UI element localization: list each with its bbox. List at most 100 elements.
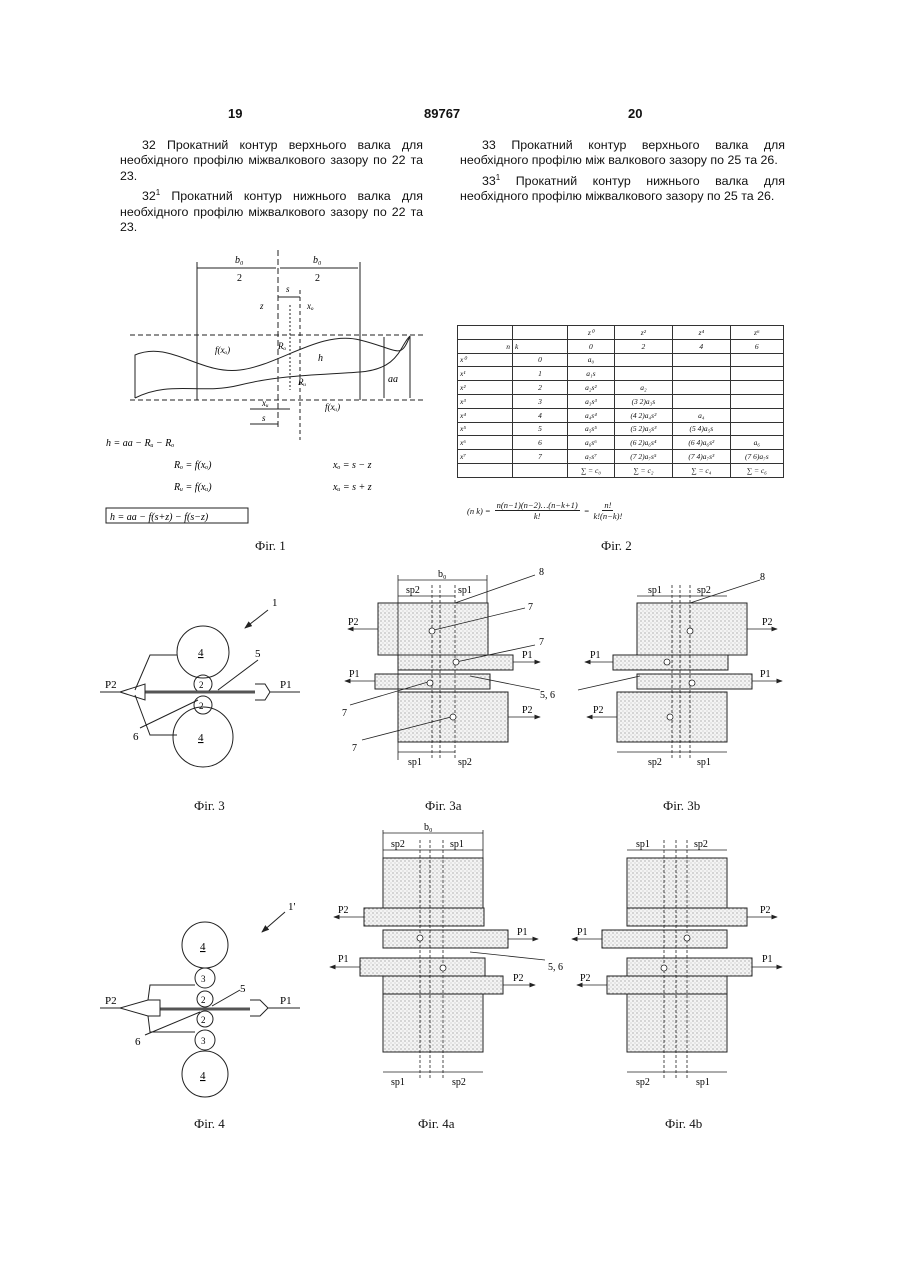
- label-sp1: sp1: [450, 839, 464, 850]
- label-7: 7: [352, 743, 357, 754]
- caption-fig3a: Фіг. 3a: [425, 798, 462, 814]
- label-p2: P2: [762, 617, 773, 628]
- label-sp1-bottom: sp1: [391, 1077, 405, 1088]
- leader-5: [218, 660, 258, 690]
- label-p1: P1: [517, 927, 528, 938]
- label-7: 7: [342, 708, 347, 719]
- ref-arrow-1: [245, 610, 268, 628]
- label-p1: P1: [338, 954, 349, 965]
- label-ref-1: 1: [272, 597, 278, 609]
- label-roll-2: 2: [201, 995, 206, 1005]
- marker-dot: [450, 714, 456, 720]
- label-roll-3: 3: [201, 1036, 206, 1046]
- label-sp2-bottom: sp2: [458, 757, 472, 768]
- marker-dot: [453, 659, 459, 665]
- label-roll-4: 4: [200, 941, 206, 953]
- label-6: 6: [135, 1036, 141, 1048]
- label-p1: P1: [349, 669, 360, 680]
- label-sp1: sp1: [458, 585, 472, 596]
- label-p1: P1: [522, 650, 533, 661]
- marker-dot: [427, 680, 433, 686]
- label-6: 6: [133, 731, 139, 743]
- label-sp1: sp1: [636, 839, 650, 850]
- label-sp1-bottom: sp1: [408, 757, 422, 768]
- backup-roll-upper: [627, 858, 727, 908]
- label-roll-2: 2: [199, 680, 204, 690]
- label-5: 5: [255, 648, 261, 660]
- marker-dot: [661, 965, 667, 971]
- figure-3a: b₀ sp2 sp1 sp1 sp2 8 7 7 5, 6 7 7 P2 P1 …: [342, 567, 555, 768]
- label-roll-4: 4: [198, 732, 204, 744]
- strip-exit: [250, 1000, 300, 1016]
- marker-dot: [684, 935, 690, 941]
- label-7: 7: [539, 637, 544, 648]
- marker-dot: [687, 628, 693, 634]
- label-5-6: 5, 6: [548, 962, 563, 973]
- strip-exit: [255, 684, 300, 700]
- label-roll-4: 4: [198, 647, 204, 659]
- label-p2: P2: [760, 905, 771, 916]
- label-8: 8: [539, 567, 544, 578]
- label-p2: P2: [522, 705, 533, 716]
- label-p2: P2: [105, 995, 117, 1007]
- label-roll-4: 4: [200, 1070, 206, 1082]
- label-sp1: sp1: [648, 585, 662, 596]
- work-roll-lower: [627, 958, 752, 976]
- label-p2: P2: [338, 905, 349, 916]
- label-sp1-bottom: sp1: [696, 1077, 710, 1088]
- label-roll-3: 3: [201, 974, 206, 984]
- label-p2: P2: [348, 617, 359, 628]
- label-p1: P1: [280, 995, 292, 1007]
- label-sp2: sp2: [406, 585, 420, 596]
- marker-dot: [440, 965, 446, 971]
- marker-dot: [417, 935, 423, 941]
- marker-dot: [664, 659, 670, 665]
- label-5-6: 5, 6: [540, 690, 555, 701]
- caption-fig4a: Фіг. 4a: [418, 1116, 455, 1132]
- leader-56: [578, 676, 640, 690]
- backup-roll-lower: [383, 994, 483, 1052]
- ref-arrow-1p: [262, 912, 285, 932]
- label-p2: P2: [593, 705, 604, 716]
- leader-5: [212, 990, 240, 1006]
- upper-work-rect: [613, 655, 728, 670]
- label-p2: P2: [105, 679, 117, 691]
- caption-fig4: Фіг. 4: [194, 1116, 225, 1132]
- label-sp2: sp2: [694, 839, 708, 850]
- label-sp2: sp2: [391, 839, 405, 850]
- figure-3b: sp1 sp2 sp2 sp1 8 P2 P1 P1 P2: [578, 572, 782, 768]
- marker-dot: [667, 714, 673, 720]
- label-p1: P1: [762, 954, 773, 965]
- bracket-lower: [135, 695, 177, 735]
- label-5: 5: [240, 983, 246, 995]
- label-p1: P1: [280, 679, 292, 691]
- label-p1: P1: [760, 669, 771, 680]
- intermediate-roll-lower: [607, 976, 727, 994]
- intermediate-roll-upper: [364, 908, 484, 926]
- backup-roll-lower: [627, 994, 727, 1052]
- label-sp2-bottom: sp2: [452, 1077, 466, 1088]
- work-roll-upper: [383, 930, 508, 948]
- marker-dot: [689, 680, 695, 686]
- marker-dot: [429, 628, 435, 634]
- label-ref-1p: 1': [288, 901, 296, 913]
- label-p2: P2: [580, 973, 591, 984]
- caption-fig4b: Фіг. 4b: [665, 1116, 702, 1132]
- backup-roll-upper: [383, 858, 483, 908]
- work-roll-lower: [360, 958, 485, 976]
- label-sp2: sp2: [697, 585, 711, 596]
- caption-fig3b: Фіг. 3b: [663, 798, 700, 814]
- label-p2: P2: [513, 973, 524, 984]
- label-sp2-bottom: sp2: [636, 1077, 650, 1088]
- work-roll-upper: [602, 930, 727, 948]
- label-sp2-bottom: sp2: [648, 757, 662, 768]
- leader-6: [140, 700, 198, 728]
- figure-4a: b₀ sp2 sp1 sp1 sp2 5, 6 P2 P1 P1 P2: [330, 822, 563, 1088]
- label-8: 8: [760, 572, 765, 583]
- bracket-upper: [148, 985, 195, 1000]
- label-b0: b₀: [438, 569, 447, 580]
- label-7: 7: [528, 602, 533, 613]
- label-p1: P1: [590, 650, 601, 661]
- label-roll-2: 2: [199, 701, 204, 711]
